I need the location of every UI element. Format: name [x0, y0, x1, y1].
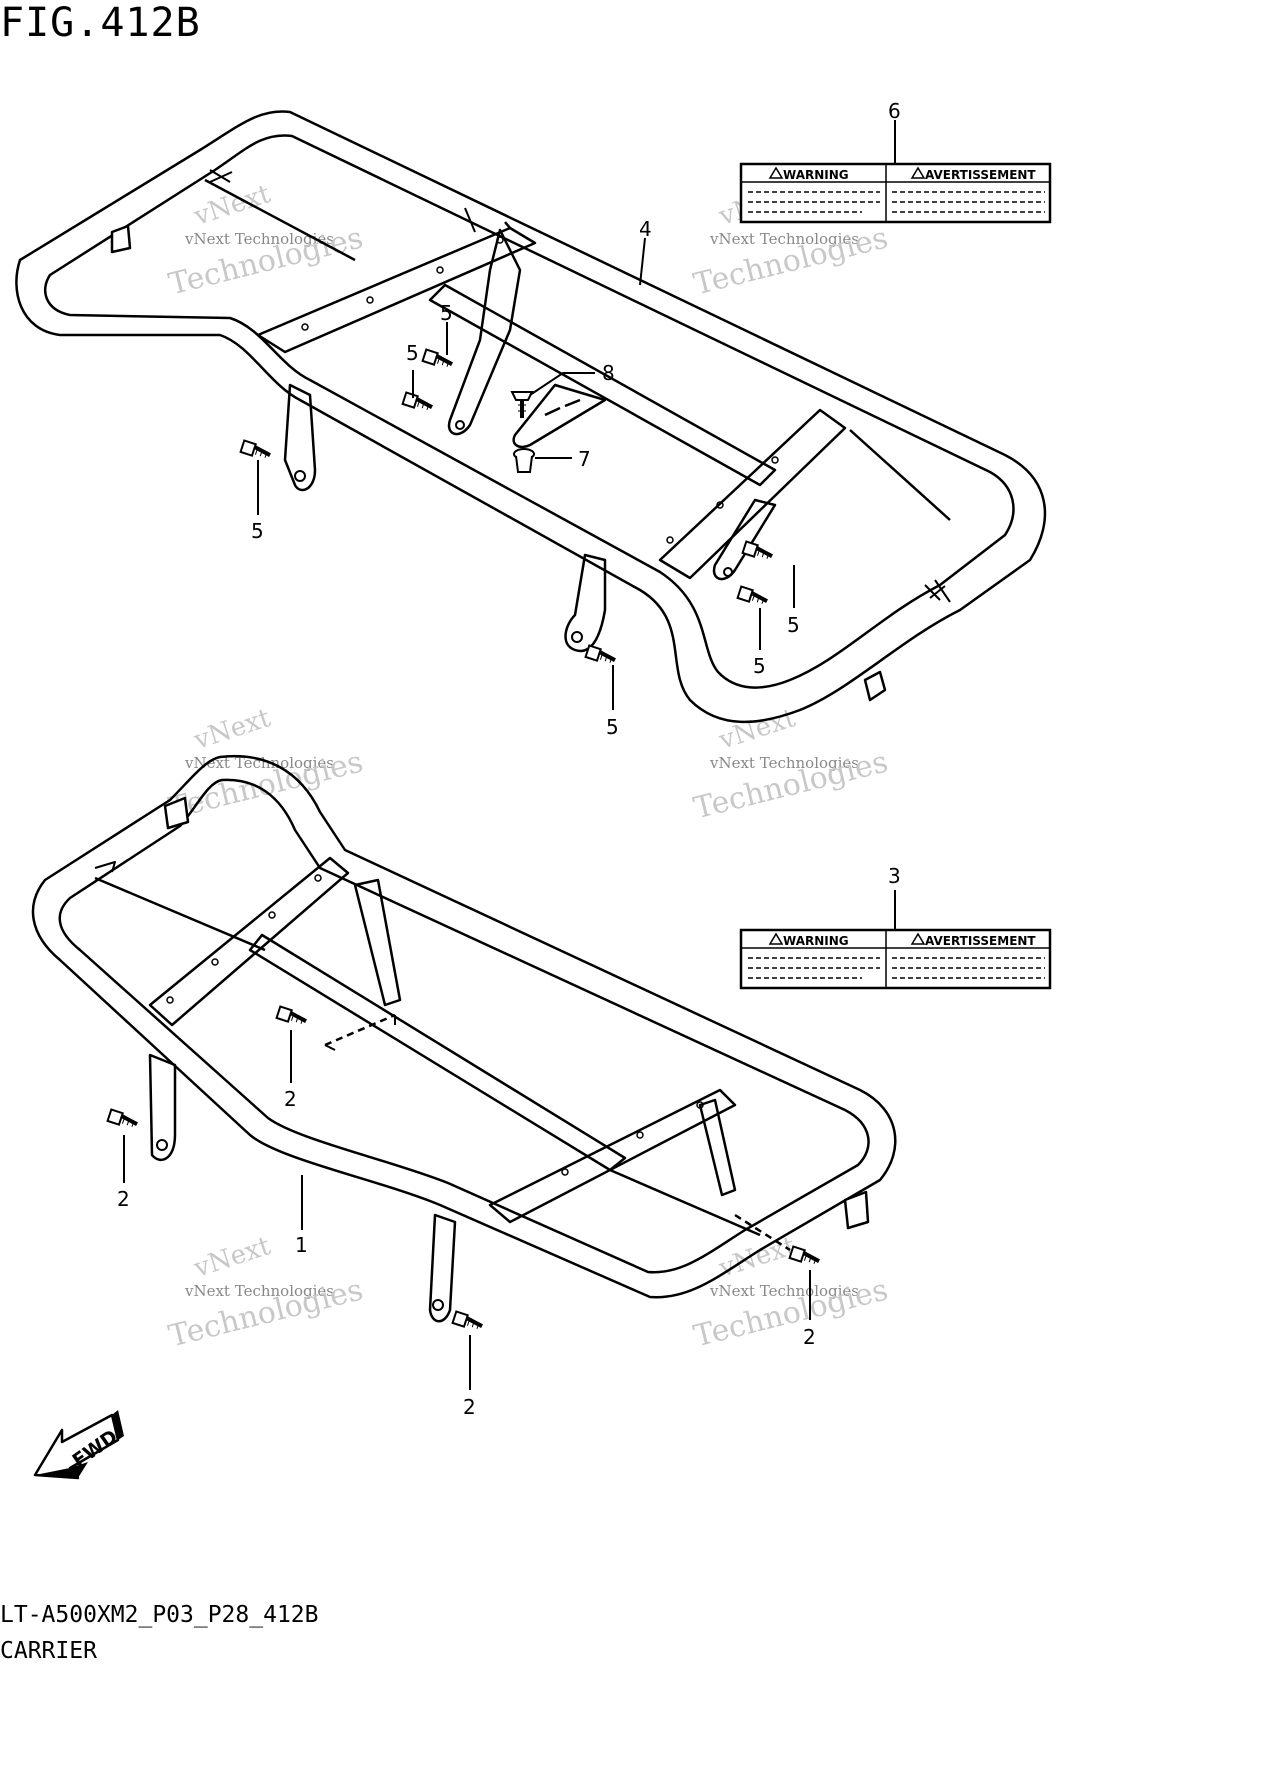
svg-text:vNext Technologies: vNext Technologies [709, 230, 859, 248]
svg-text:vNext: vNext [190, 1231, 275, 1284]
callout-5-e: 5 [753, 654, 766, 678]
svg-text:AVERTISSEMENT: AVERTISSEMENT [925, 934, 1036, 948]
carrier-upper [15, 110, 1047, 724]
callout-2-c: 2 [803, 1325, 816, 1349]
bolts [105, 347, 823, 1334]
figure-code: LT-A500XM2_P03_P28_412B [0, 1602, 319, 1628]
carrier-lower-crossbar-rear [488, 1088, 737, 1224]
svg-text:AVERTISSEMENT: AVERTISSEMENT [925, 168, 1036, 182]
carrier-upper-rear-stay-left [564, 553, 607, 653]
carrier-lower-crossbar-front [148, 856, 350, 1027]
callout-5-b: 5 [406, 341, 419, 365]
watermark-5: vNext Technologies vNext Technologies [165, 1231, 366, 1354]
figure-name: CARRIER [0, 1638, 97, 1664]
callout-2-b: 2 [117, 1187, 130, 1211]
figure-title: FIG.412B [0, 0, 201, 46]
callout-4: 4 [639, 217, 652, 241]
svg-text:vNext: vNext [715, 703, 800, 756]
carrier-upper-crossbar-rear [658, 408, 847, 580]
svg-text:vNext Technologies: vNext Technologies [184, 754, 334, 772]
carrier-upper-front-stay-left [283, 383, 317, 492]
svg-text:vNext: vNext [190, 703, 275, 756]
carrier-lower-inner-tube [58, 778, 870, 1274]
carrier-lower-leg-front [428, 1213, 457, 1323]
svg-text:vNext: vNext [715, 1231, 800, 1284]
svg-text:vNext Technologies: vNext Technologies [709, 1282, 859, 1300]
fwd-arrow: FWD [33, 1410, 124, 1480]
callout-6: 6 [888, 99, 901, 123]
callout-8: 8 [602, 361, 615, 385]
carrier-lower [31, 754, 897, 1323]
callout-5-a: 5 [440, 301, 453, 325]
callout-5-f: 5 [606, 715, 619, 739]
carrier-upper-center-rail [428, 283, 777, 487]
callout-5-d: 5 [787, 613, 800, 637]
callout-numbers: 6 4 5 5 8 7 5 5 5 5 3 2 2 1 2 2 [117, 99, 901, 1419]
svg-text:vNext Technologies: vNext Technologies [184, 1282, 334, 1300]
nut-part-7 [513, 448, 535, 473]
carrier-lower-leg-left [148, 1053, 177, 1161]
svg-text:WARNING: WARNING [783, 934, 849, 948]
watermark-3: vNext Technologies vNext Technologies [165, 703, 366, 826]
watermark-1: vNext Technologies vNext Technologies [165, 179, 366, 302]
carrier-upper-rear-stay-right [712, 498, 777, 581]
svg-text:vNext Technologies: vNext Technologies [709, 754, 859, 772]
carrier-upper-bracket [512, 383, 607, 449]
carrier-lower-center-rail [248, 933, 627, 1172]
warning-label-upper: WARNING AVERTISSEMENT [739, 162, 1052, 224]
watermark-4: vNext Technologies vNext Technologies [690, 703, 891, 826]
carrier-upper-mid-stay [447, 228, 522, 436]
leader-lines [123, 120, 896, 1390]
carrier-lower-outer-tube [31, 754, 897, 1299]
callout-1: 1 [295, 1233, 308, 1257]
screw-part-8 [510, 391, 534, 418]
warning-label-lower: WARNING AVERTISSEMENT [739, 928, 1052, 990]
watermark-6: vNext Technologies vNext Technologies [690, 1231, 891, 1354]
svg-text:vNext Technologies: vNext Technologies [184, 230, 334, 248]
svg-text:vNext: vNext [190, 179, 275, 232]
carrier-upper-crossbar-front [256, 226, 537, 354]
callout-2-a: 2 [284, 1087, 297, 1111]
callout-2-d: 2 [463, 1395, 476, 1419]
callout-7: 7 [578, 447, 591, 471]
svg-text:WARNING: WARNING [783, 168, 849, 182]
callout-3: 3 [888, 864, 901, 888]
carrier-upper-outer-tube [15, 110, 1047, 724]
callout-5-c: 5 [251, 519, 264, 543]
